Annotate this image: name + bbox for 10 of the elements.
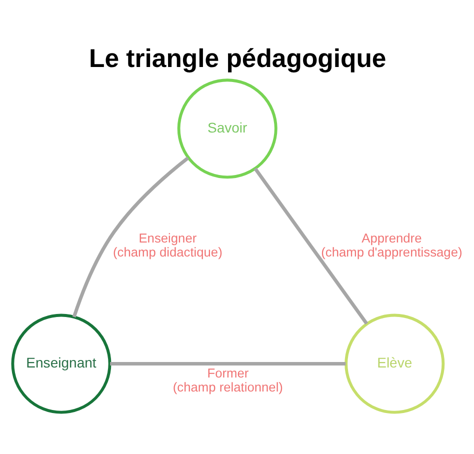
node-circle: Enseignant <box>11 313 112 414</box>
connector <box>110 362 346 366</box>
node-circle: Elève <box>344 313 445 414</box>
node-circle: Savoir <box>177 78 278 178</box>
edge-label: Apprendre (champ d'apprentissage) <box>321 230 462 260</box>
connector <box>72 156 190 317</box>
edge-label: Former (champ relationnel) <box>172 365 283 394</box>
diagram-title: Le triangle pédagogique <box>89 44 386 72</box>
connector <box>254 167 368 324</box>
edge-label: Enseigner (champ didactique) <box>113 230 222 260</box>
